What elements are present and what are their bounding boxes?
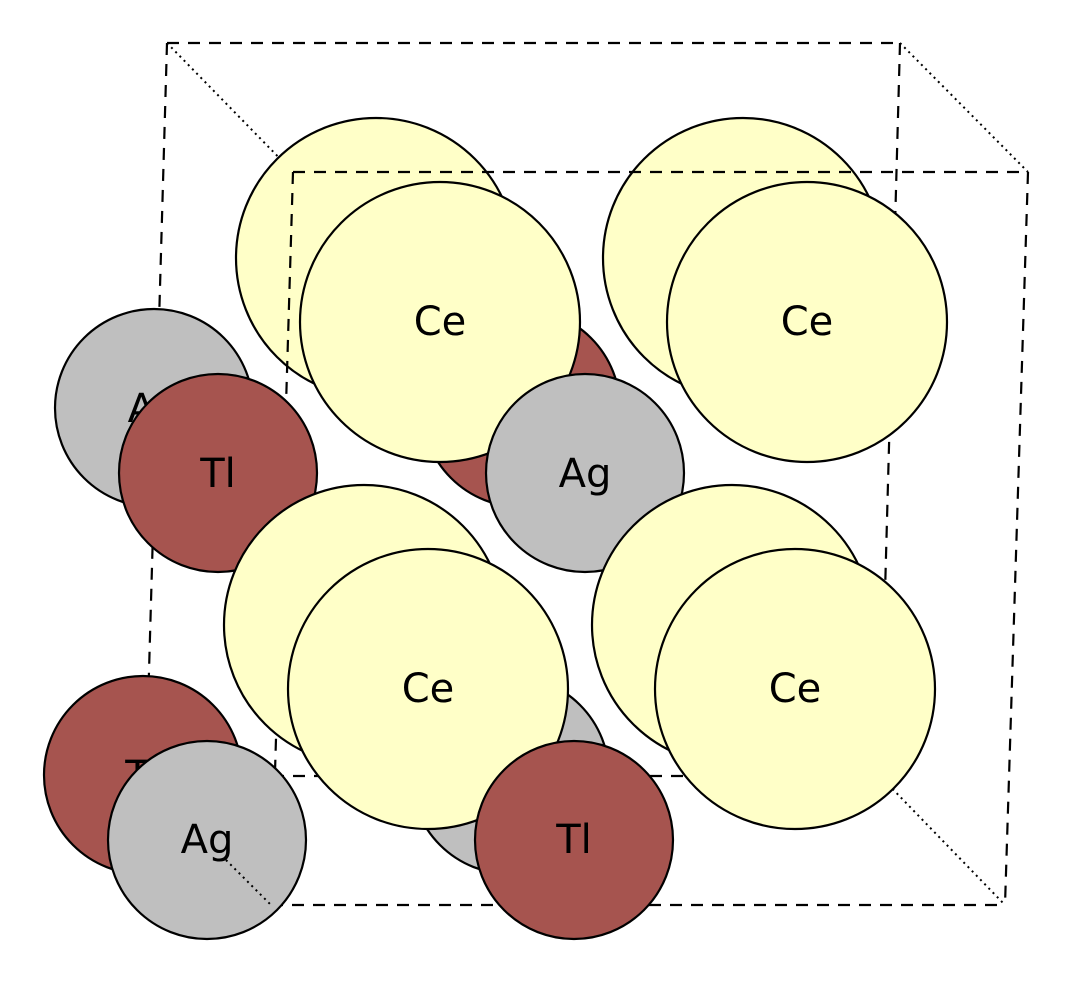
atom-label: Ag: [559, 451, 612, 497]
ce-atom: [653, 547, 937, 831]
ce-atom: [298, 180, 582, 464]
cell-edge-back-bottom-right: [879, 775, 1006, 906]
cell-edge-front-face-right: [1003, 171, 1030, 906]
cell-edge-back-bottom-left-front: [225, 859, 272, 906]
ag-atom: [484, 372, 686, 574]
atom-label: Ce: [769, 666, 822, 712]
atom-label: Tl: [199, 451, 236, 497]
atom-label: Tl: [555, 817, 592, 863]
atom-label: Ce: [414, 299, 467, 345]
atom-label: Ag: [181, 817, 234, 863]
cell-edge-back-top-left: [166, 42, 294, 173]
tl-atom: [473, 739, 675, 941]
atom-label: Ce: [402, 666, 455, 712]
cell-edge-back-top-right: [899, 42, 1029, 173]
ce-atom: [286, 547, 570, 831]
atom-label: Ce: [781, 299, 834, 345]
ce-atom: [665, 180, 949, 464]
